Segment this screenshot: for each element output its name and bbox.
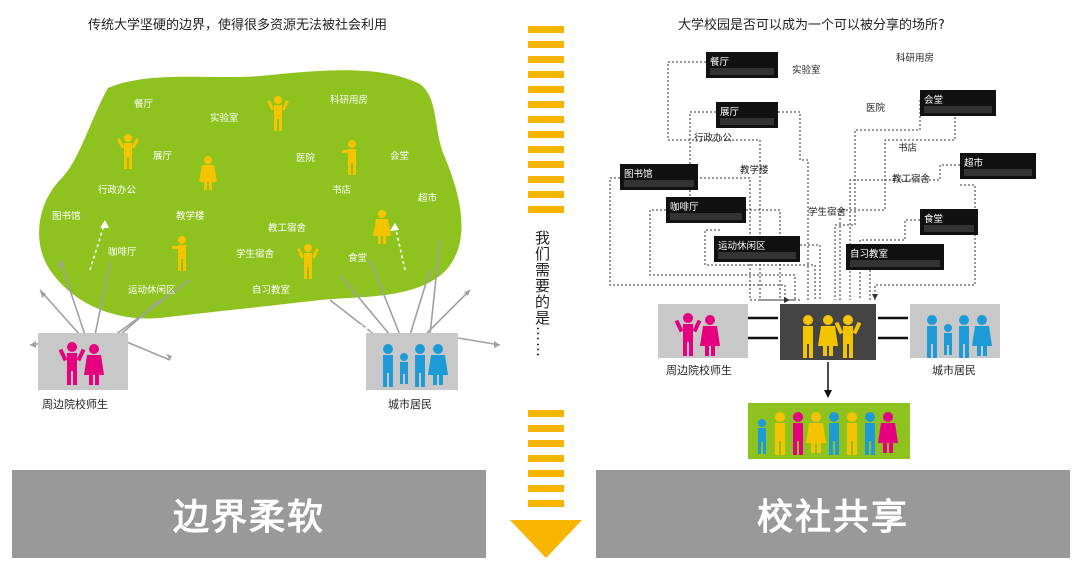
campus-box-right — [780, 304, 876, 360]
label-lab: 实验室 — [210, 113, 239, 124]
box-market: 超市 — [960, 153, 1036, 179]
box-canteen: 餐厅 — [706, 52, 778, 78]
campus-blob — [39, 70, 462, 319]
students-caption-left: 周边院校师生 — [42, 398, 108, 411]
right-label-student-dorm: 学生宿舍 — [808, 207, 847, 218]
box-cafe: 咖啡厅 — [666, 197, 746, 223]
center-arrow — [510, 26, 582, 558]
label-student-dorm: 学生宿舍 — [236, 249, 275, 260]
label-staff-dorm: 教工宿舍 — [268, 223, 307, 234]
right-label-admin: 行政办公 — [694, 133, 733, 144]
box-study: 自习教室 — [846, 244, 944, 270]
label-hall: 会堂 — [390, 151, 410, 162]
label-canteen: 餐厅 — [134, 99, 154, 110]
right-label-lab: 实验室 — [792, 65, 821, 76]
left-diagram — [29, 70, 501, 361]
right-label-research: 科研用房 — [896, 53, 935, 64]
label-sports: 运动休闲区 — [128, 285, 176, 296]
residents-caption-right: 城市居民 — [932, 364, 976, 377]
right-title: 大学校园是否可以成为一个可以被分享的场所? — [678, 18, 945, 33]
label-bookstore: 书店 — [332, 185, 352, 196]
right-label-staff-dorm: 教工宿舍 — [892, 174, 931, 185]
label-research: 科研用房 — [330, 95, 369, 106]
label-teaching: 教学楼 — [176, 211, 205, 222]
center-vertical-text: 我们需要的是…… — [533, 230, 551, 358]
students-box-left — [38, 333, 128, 390]
label-admin: 行政办公 — [98, 185, 137, 196]
right-label-teaching: 教学楼 — [740, 165, 769, 176]
residents-caption-left: 城市居民 — [388, 398, 432, 411]
box-sports: 运动休闲区 — [714, 236, 800, 262]
right-label-bookstore: 书店 — [898, 143, 918, 154]
banner-soft-boundary: 边界柔软 — [12, 470, 486, 558]
box-library: 图书馆 — [620, 164, 698, 190]
label-hospital: 医院 — [296, 153, 316, 164]
label-library: 图书馆 — [52, 211, 81, 222]
students-caption-right: 周边院校师生 — [666, 364, 732, 377]
label-cafe: 咖啡厅 — [108, 247, 137, 258]
label-gallery: 展厅 — [153, 151, 173, 162]
label-study: 自习教室 — [252, 285, 291, 296]
label-market: 超市 — [418, 193, 438, 204]
right-label-hospital: 医院 — [866, 103, 886, 114]
left-title: 传统大学坚硬的边界，使得很多资源无法被社会利用 — [88, 18, 388, 33]
students-box-right — [658, 304, 748, 358]
right-connectors — [609, 61, 995, 398]
residents-box-right — [910, 304, 1000, 358]
box-dining: 食堂 — [920, 209, 978, 235]
box-hall: 会堂 — [920, 90, 996, 116]
shared-community-box — [748, 403, 910, 459]
box-gallery: 展厅 — [716, 102, 778, 128]
label-dining: 食堂 — [348, 253, 368, 264]
residents-box-left — [366, 333, 458, 390]
banner-shared-campus: 校社共享 — [596, 470, 1070, 558]
